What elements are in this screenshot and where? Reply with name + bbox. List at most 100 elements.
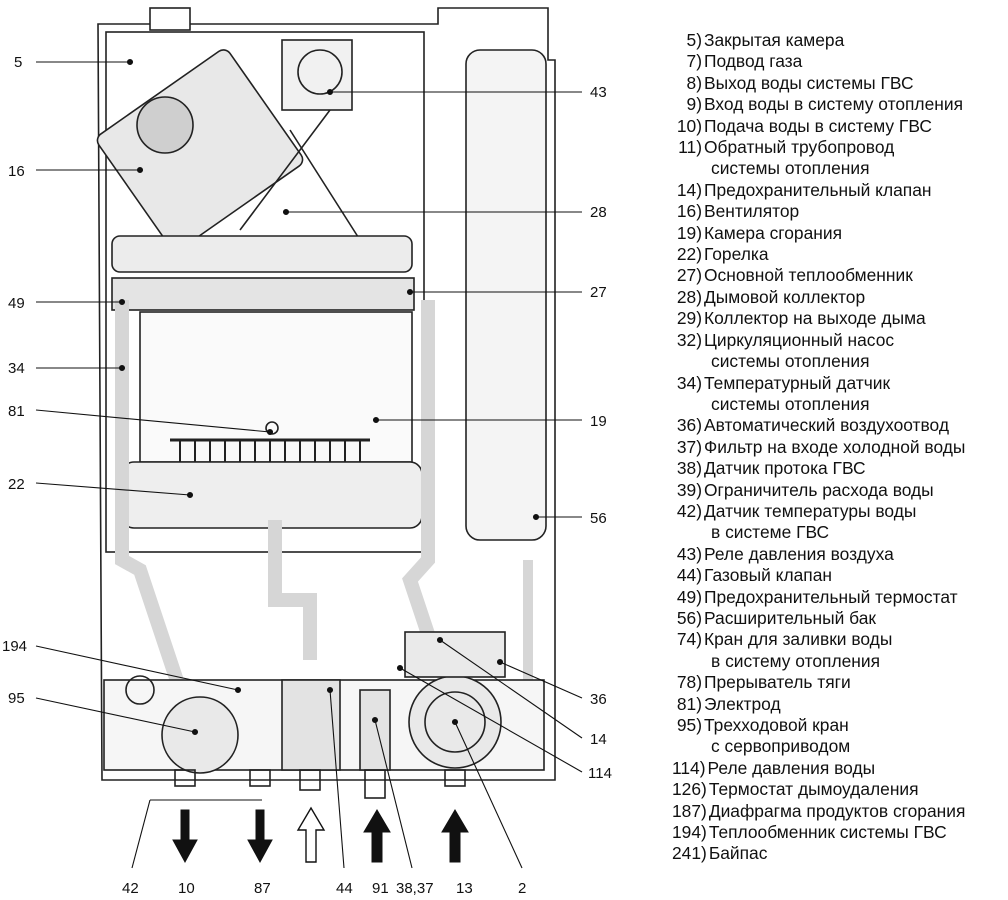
legend-text: Расширительный бак bbox=[704, 607, 877, 628]
legend-item: 8)Выход воды системы ГВС bbox=[672, 73, 1008, 94]
callout-13: 13 bbox=[456, 880, 473, 897]
legend-item: 34)Температурный датчик bbox=[672, 373, 1008, 394]
parts-legend: 5)Закрытая камера 7)Подвод газа 8)Выход … bbox=[672, 30, 1008, 865]
legend-number: 42) bbox=[676, 500, 702, 521]
legend-text: Теплообменник системы ГВС bbox=[708, 822, 947, 843]
legend-number: 95) bbox=[676, 715, 702, 735]
legend-text: системы отопления bbox=[711, 351, 870, 372]
legend-item: 42)Датчик температуры воды bbox=[672, 501, 1008, 522]
connection-10 bbox=[174, 769, 196, 787]
callout-114: 114 bbox=[588, 765, 612, 782]
callout-2: 2 bbox=[518, 880, 526, 897]
arrow-up-91 bbox=[363, 809, 391, 863]
callout-14: 14 bbox=[590, 731, 607, 748]
legend-number: 14) bbox=[676, 179, 702, 200]
legend-number: 43) bbox=[676, 543, 702, 564]
legend-item: 187)Диафрагма продуктов сгорания bbox=[672, 801, 1008, 822]
legend-text: Вентилятор bbox=[704, 201, 800, 222]
legend-number: 22) bbox=[676, 244, 702, 265]
legend-text: в системе ГВС bbox=[711, 522, 830, 543]
legend-text: Подача воды в систему ГВС bbox=[704, 115, 932, 136]
legend-item: 37)Фильтр на входе холодной воды bbox=[672, 437, 1008, 458]
legend-text: Автоматический воздухоотвод bbox=[704, 415, 949, 436]
legend-number: 19) bbox=[676, 222, 702, 243]
legend-item: 39)Ограничитель расхода воды bbox=[672, 480, 1008, 501]
legend-item: 95)Трехходовой кран bbox=[672, 715, 1008, 736]
heating-pipe-right bbox=[402, 300, 437, 643]
connection-91 bbox=[364, 769, 386, 799]
callout-56: 56 bbox=[590, 510, 607, 527]
legend-text: Газовый клапан bbox=[704, 565, 832, 586]
callout-27: 27 bbox=[590, 284, 607, 301]
legend-text: Дымовой коллектор bbox=[704, 286, 866, 307]
callout-36: 36 bbox=[590, 691, 607, 708]
legend-text: Температурный датчик bbox=[704, 372, 891, 393]
legend-item: 74)Кран для заливки воды bbox=[672, 629, 1008, 650]
legend-number: 78) bbox=[676, 672, 702, 693]
legend-number: 16) bbox=[676, 201, 702, 222]
legend-item: 22)Горелка bbox=[672, 244, 1008, 265]
legend-text: с сервоприводом bbox=[711, 736, 851, 757]
legend-number: 241) bbox=[672, 843, 707, 864]
connection-13 bbox=[444, 769, 466, 787]
connection-44 bbox=[299, 769, 321, 791]
legend-text: системы отопления bbox=[711, 393, 870, 414]
callout-49: 49 bbox=[8, 295, 25, 312]
pump-hub bbox=[424, 691, 486, 753]
legend-text: Диафрагма продуктов сгорания bbox=[708, 800, 966, 821]
legend-number: 39) bbox=[676, 479, 702, 500]
burner-nozzles bbox=[179, 440, 361, 462]
legend-number: 32) bbox=[676, 329, 702, 350]
callout-194: 194 bbox=[2, 638, 27, 655]
legend-item: 114)Реле давления воды bbox=[672, 758, 1008, 779]
connection-87 bbox=[249, 769, 271, 787]
heating-pipe-left bbox=[115, 300, 187, 693]
legend-number: 8) bbox=[686, 72, 702, 93]
legend-text: Циркуляционный насос bbox=[704, 329, 895, 350]
legend-item: 14)Предохранительный клапан bbox=[672, 180, 1008, 201]
legend-item-continued: с сервоприводом bbox=[672, 736, 1008, 757]
legend-number: 37) bbox=[676, 436, 702, 457]
flow-arrows bbox=[172, 806, 469, 864]
legend-number: 10) bbox=[676, 115, 702, 136]
legend-item: 27)Основной теплообменник bbox=[672, 265, 1008, 286]
flow-sensor bbox=[359, 689, 391, 771]
main-heat-exchanger bbox=[111, 277, 415, 311]
callout-5: 5 bbox=[14, 54, 22, 71]
legend-item-continued: системы отопления bbox=[672, 158, 1008, 179]
legend-number: 34) bbox=[676, 372, 702, 393]
legend-text: Предохранительный термостат bbox=[704, 586, 958, 607]
air-pressure-switch bbox=[281, 39, 353, 111]
legend-text: системы отопления bbox=[711, 158, 870, 179]
legend-text: Подвод газа bbox=[704, 51, 803, 72]
gas-valve bbox=[281, 679, 341, 771]
boiler-frame bbox=[97, 7, 556, 781]
legend-text: Датчик протока ГВС bbox=[704, 458, 866, 479]
legend-text: Реле давления воздуха bbox=[704, 543, 894, 564]
legend-number: 56) bbox=[676, 607, 702, 628]
legend-item: 81)Электрод bbox=[672, 694, 1008, 715]
legend-text: Термостат дымоудаления bbox=[708, 779, 919, 800]
legend-item-continued: в системе ГВС bbox=[672, 522, 1008, 543]
legend-number: 49) bbox=[676, 586, 702, 607]
legend-item: 126)Термостат дымоудаления bbox=[672, 779, 1008, 800]
legend-item: 56)Расширительный бак bbox=[672, 608, 1008, 629]
legend-number: 7) bbox=[686, 51, 702, 72]
legend-text: Трехходовой кран bbox=[704, 715, 849, 735]
arrow-up-13 bbox=[441, 809, 469, 863]
legend-item: 38)Датчик протока ГВС bbox=[672, 458, 1008, 479]
flue-duct bbox=[239, 109, 361, 241]
legend-item: 43)Реле давления воздуха bbox=[672, 544, 1008, 565]
legend-item: 9)Вход воды в систему отопления bbox=[672, 94, 1008, 115]
callout-34: 34 bbox=[8, 360, 25, 377]
callout-44: 44 bbox=[336, 880, 353, 897]
mounting-bracket-left bbox=[149, 7, 191, 31]
expansion-tank bbox=[465, 49, 547, 541]
legend-number: 29) bbox=[676, 308, 702, 329]
arrow-down-87 bbox=[247, 809, 273, 864]
combustion-chamber bbox=[139, 311, 413, 463]
legend-item: 5)Закрытая камера bbox=[672, 30, 1008, 51]
legend-text: Кран для заливки воды bbox=[704, 629, 893, 650]
callout-labels-right: 43 28 27 19 56 36 14 114 bbox=[588, 84, 612, 782]
legend-number: 9) bbox=[686, 94, 702, 115]
